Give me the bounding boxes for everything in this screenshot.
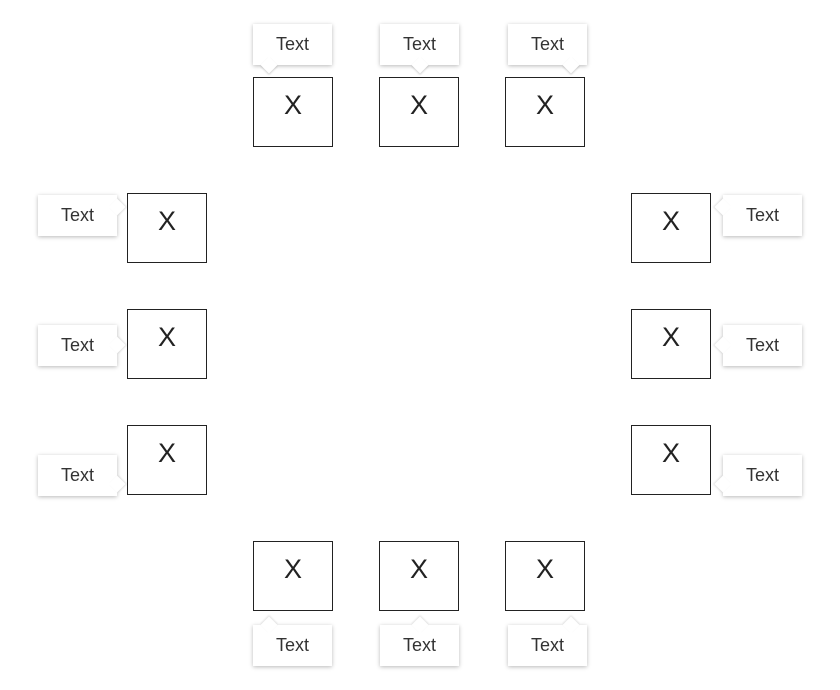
target-box-right-bottom[interactable]: X — [631, 425, 711, 495]
target-box-top[interactable]: X — [379, 77, 459, 147]
tooltip-text: Text — [60, 335, 94, 355]
tooltip-left-top: Text — [38, 195, 117, 236]
tooltip-bottom: Text — [380, 625, 459, 666]
target-box-right-top[interactable]: X — [631, 193, 711, 263]
target-label: X — [283, 90, 302, 120]
target-label: X — [661, 206, 680, 236]
target-box-left-top[interactable]: X — [127, 193, 207, 263]
tooltip-top: Text — [380, 24, 459, 65]
target-box-left[interactable]: X — [127, 309, 207, 379]
tooltip-text: Text — [745, 205, 779, 225]
target-label: X — [535, 90, 554, 120]
target-label: X — [661, 438, 680, 468]
tooltip-text: Text — [402, 635, 436, 655]
tooltip-bottom-left: Text — [253, 625, 332, 666]
target-label: X — [283, 554, 302, 584]
tooltip-text: Text — [745, 465, 779, 485]
target-box-bottom-right[interactable]: X — [505, 541, 585, 611]
target-label: X — [157, 438, 176, 468]
target-box-left-bottom[interactable]: X — [127, 425, 207, 495]
tooltip-text: Text — [530, 34, 564, 54]
tooltip-text: Text — [60, 465, 94, 485]
tooltip-text: Text — [60, 205, 94, 225]
target-label: X — [409, 554, 428, 584]
target-box-bottom[interactable]: X — [379, 541, 459, 611]
target-box-top-right[interactable]: X — [505, 77, 585, 147]
tooltip-text: Text — [745, 335, 779, 355]
tooltip-left-bottom: Text — [38, 455, 117, 496]
target-label: X — [661, 322, 680, 352]
tooltip-text: Text — [275, 34, 309, 54]
tooltip-top-right: Text — [508, 24, 587, 65]
target-label: X — [535, 554, 554, 584]
target-box-right[interactable]: X — [631, 309, 711, 379]
tooltip-top-left: Text — [253, 24, 332, 65]
tooltip-text: Text — [402, 34, 436, 54]
tooltip-right-bottom: Text — [723, 455, 802, 496]
target-box-top-left[interactable]: X — [253, 77, 333, 147]
target-box-bottom-left[interactable]: X — [253, 541, 333, 611]
tooltip-text: Text — [530, 635, 564, 655]
tooltip-text: Text — [275, 635, 309, 655]
target-label: X — [409, 90, 428, 120]
target-label: X — [157, 322, 176, 352]
tooltip-bottom-right: Text — [508, 625, 587, 666]
tooltip-right: Text — [723, 325, 802, 366]
target-label: X — [157, 206, 176, 236]
tooltip-left: Text — [38, 325, 117, 366]
tooltip-right-top: Text — [723, 195, 802, 236]
